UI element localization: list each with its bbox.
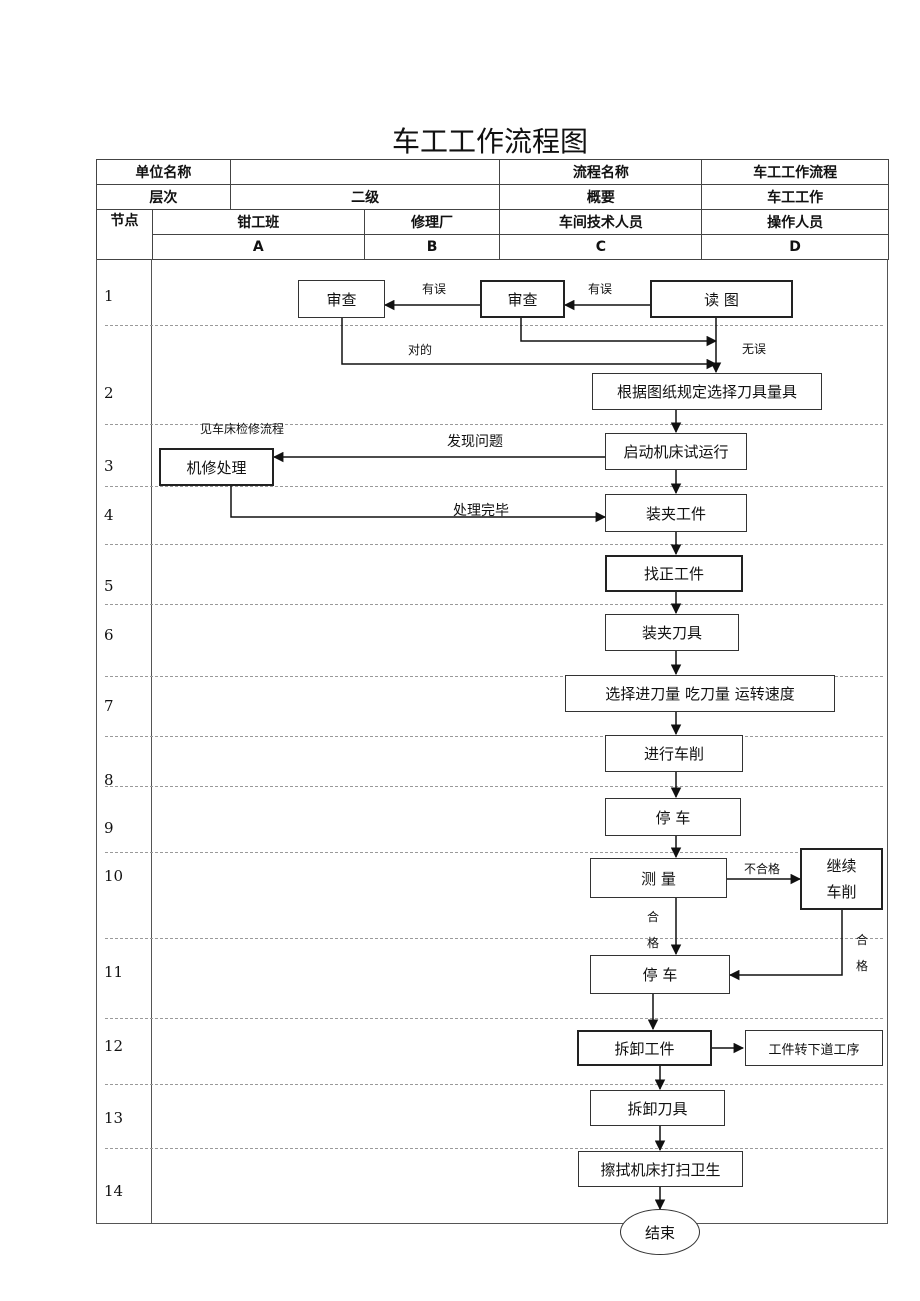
start-machine-box: 启动机床试运行 [605, 433, 747, 470]
summary-value: 车工工作 [701, 184, 889, 210]
row-separator [105, 325, 883, 326]
row-separator [105, 676, 883, 677]
row-number: 8 [104, 771, 114, 789]
continue-turning-line1: 继续 [826, 857, 857, 875]
row-separator [105, 604, 883, 605]
row-number: 7 [104, 697, 114, 715]
row-separator [105, 486, 883, 487]
node-column-divider [151, 259, 152, 1224]
row-separator [105, 1018, 883, 1019]
turning-box: 进行车削 [605, 735, 743, 772]
align-workpiece-box: 找正工件 [605, 555, 743, 592]
row-number: 13 [104, 1109, 124, 1127]
row-separator [105, 544, 883, 545]
header-table: 单位名称 流程名称 车工工作流程 层次 二级 概要 车工工作 节点 钳工班 修理… [96, 159, 889, 260]
next-process-box: 工件转下道工序 [745, 1030, 883, 1066]
row-separator [105, 852, 883, 853]
row-separator [105, 424, 883, 425]
row-number: 1 [104, 287, 114, 305]
label-fail: 不合格 [744, 862, 781, 876]
row-number: 4 [104, 506, 114, 524]
row-separator [105, 786, 883, 787]
label-done: 处理完毕 [453, 503, 509, 519]
row-number: 5 [104, 577, 114, 595]
label-pass-left-2: 格 [646, 936, 659, 950]
repair-box: 机修处理 [159, 448, 274, 486]
page-title: 车工工作流程图 [391, 125, 588, 158]
row-number: 6 [104, 626, 114, 644]
row-separator [105, 1148, 883, 1149]
measure-box: 测 量 [590, 858, 727, 898]
continue-turning-box: 继续 车削 [800, 848, 883, 910]
review-c-box: 审查 [480, 280, 565, 318]
lane-a-code: A [151, 234, 365, 260]
unload-tool-box: 拆卸刀具 [590, 1090, 725, 1126]
clamp-tool-box: 装夹刀具 [605, 614, 739, 651]
label-found-problem: 发现问题 [447, 434, 503, 450]
lane-c-code: C [499, 234, 703, 260]
stop-box-2: 停 车 [590, 955, 730, 994]
lane-b-name: 修理厂 [363, 209, 501, 235]
label-see-flow: 见车床检修流程 [200, 422, 285, 436]
read-drawing-box: 读 图 [650, 280, 793, 318]
review-b-box: 审查 [298, 280, 385, 318]
label-pass-right-1: 合 [855, 933, 868, 947]
end-terminator: 结束 [620, 1209, 700, 1255]
row-separator [105, 736, 883, 737]
label-pass-left: 合 格 [646, 904, 660, 956]
row-number: 9 [104, 819, 114, 837]
lane-d-name: 操作人员 [701, 209, 889, 235]
row-number: 10 [104, 867, 124, 885]
flow-frame [96, 259, 888, 1224]
row-separator [105, 938, 883, 939]
label-no-error: 无误 [742, 342, 767, 356]
unit-name-label: 单位名称 [96, 159, 231, 185]
row-number: 2 [104, 384, 114, 402]
select-tools-box: 根据图纸规定选择刀具量具 [592, 373, 822, 410]
row-separator [105, 1084, 883, 1085]
row-number: 12 [104, 1037, 124, 1055]
label-correct: 对的 [408, 343, 433, 357]
lane-b-code: B [363, 234, 501, 260]
row-number: 11 [104, 963, 124, 981]
unload-workpiece-box: 拆卸工件 [577, 1030, 712, 1066]
label-error-review: 有误 [422, 282, 447, 296]
clamp-workpiece-box: 装夹工件 [605, 494, 747, 532]
label-error-read: 有误 [588, 282, 613, 296]
label-pass-right-2: 格 [855, 959, 868, 973]
row-number: 14 [104, 1182, 124, 1200]
stop-box-1: 停 车 [605, 798, 741, 836]
select-params-box: 选择进刀量 吃刀量 运转速度 [565, 675, 835, 712]
node-label: 节点 [96, 209, 153, 260]
row-number: 3 [104, 457, 114, 475]
label-pass-left-1: 合 [646, 910, 659, 924]
label-pass-right: 合 格 [855, 927, 869, 979]
clean-box: 擦拭机床打扫卫生 [578, 1151, 743, 1187]
lane-d-code: D [701, 234, 889, 260]
continue-turning-line2: 车削 [826, 883, 857, 901]
